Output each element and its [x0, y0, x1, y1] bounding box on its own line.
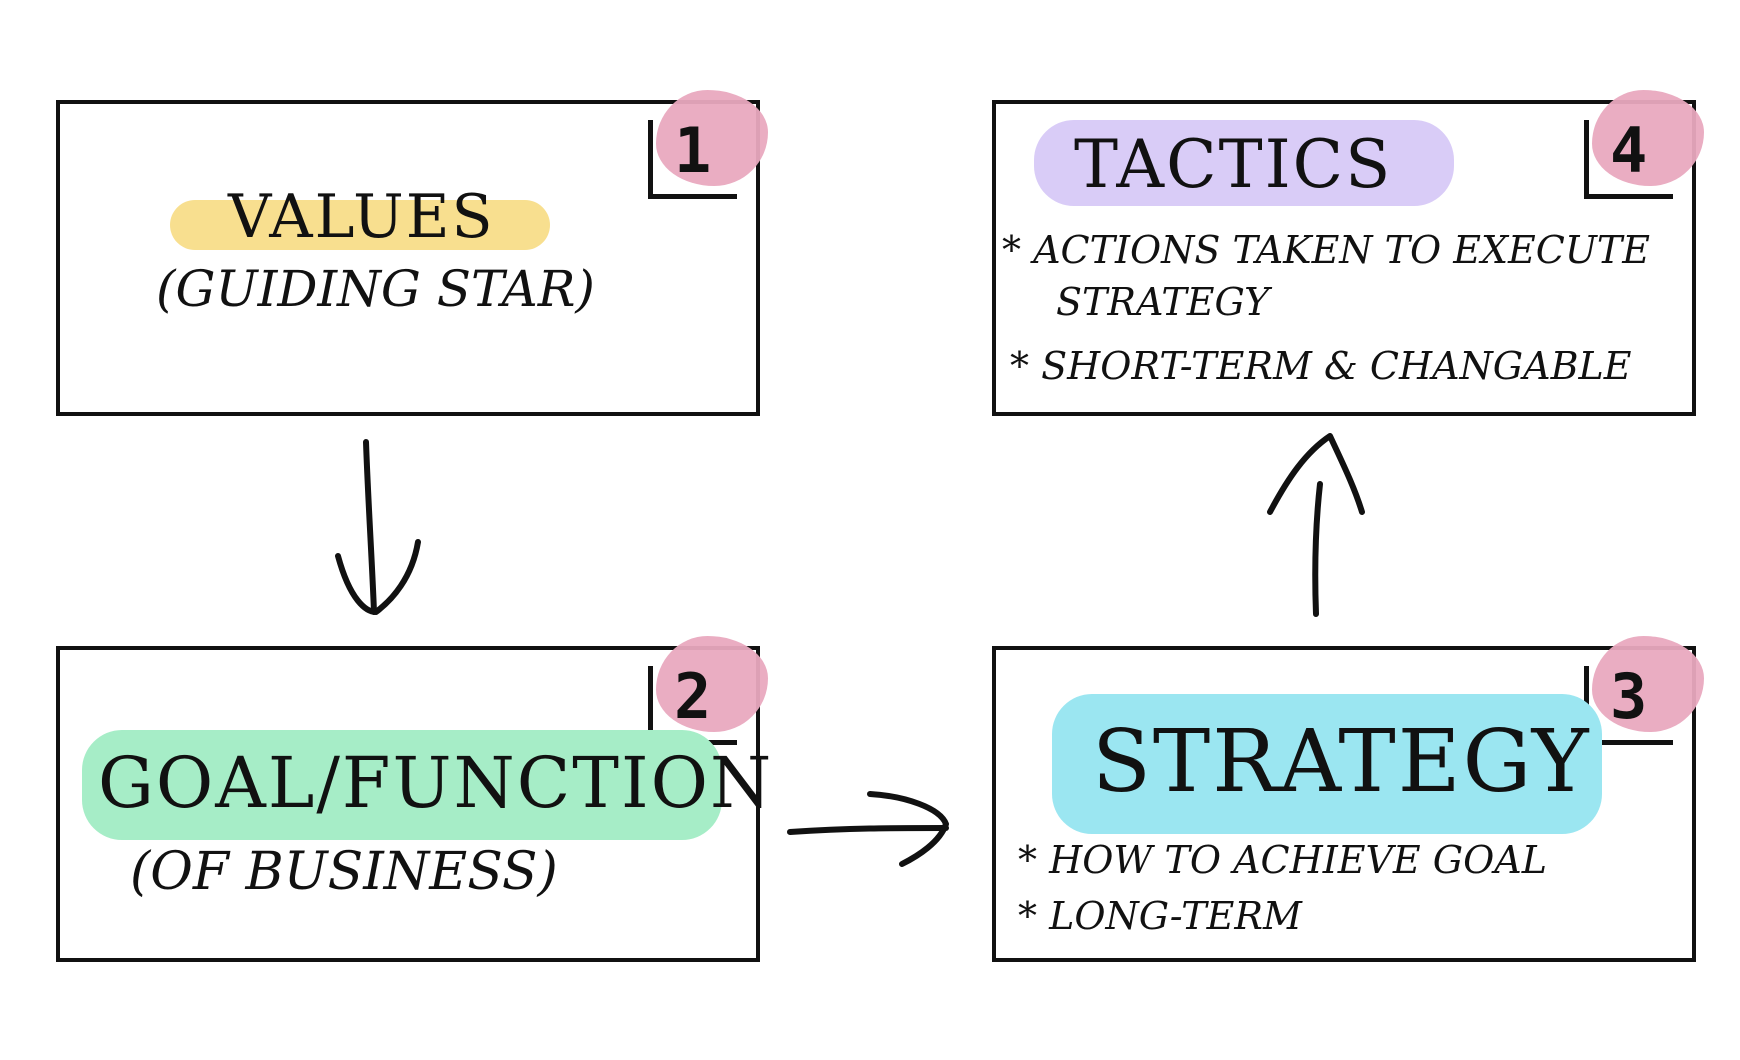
tactics-highlight — [1034, 120, 1454, 206]
arrow-strategy-to-tactics-head — [1267, 433, 1365, 515]
strategy-bullet-1: * HOW TO ACHIEVE GOAL — [1018, 838, 1547, 882]
arrow-values-to-goal — [363, 439, 377, 615]
goal-number-blob — [656, 636, 768, 732]
values-number-badge: 1 — [640, 90, 768, 199]
goal-highlight — [82, 730, 722, 840]
tactics-box: 4 TACTICS * ACTIONS TAKEN TO EXECUTE STR… — [992, 90, 1704, 416]
goal-number: 2 — [674, 660, 712, 733]
values-number: 1 — [674, 114, 712, 187]
arrow-values-to-goal-head — [335, 539, 421, 615]
values-number-blob — [656, 90, 768, 186]
arrow-goal-to-strategy — [787, 825, 949, 835]
values-box: 1 VALUES (GUIDING STAR) — [56, 90, 768, 416]
arrow-goal-to-strategy-head — [867, 791, 949, 867]
values-title: VALUES — [228, 182, 495, 252]
goal-subtitle: (OF BUSINESS) — [130, 842, 558, 902]
strategy-highlight — [1052, 694, 1602, 834]
goal-title: GOAL/FUNCTION — [98, 742, 774, 824]
tactics-bullet-1-cont: STRATEGY — [1056, 280, 1270, 324]
tactics-number-badge: 4 — [1576, 90, 1704, 199]
strategy-number-blob — [1592, 636, 1704, 732]
tactics-number: 4 — [1610, 114, 1648, 187]
goal-box: 2 GOAL/FUNCTION (OF BUSINESS) — [56, 636, 771, 962]
values-number-corner — [648, 120, 737, 199]
strategy-number: 3 — [1610, 660, 1648, 733]
tactics-bullet-1: * ACTIONS TAKEN TO EXECUTE — [1002, 228, 1650, 272]
tactics-bullet-2: * SHORT-TERM & CHANGABLE — [1010, 344, 1632, 388]
tactics-title: TACTICS — [1074, 126, 1393, 203]
values-subtitle: (GUIDING STAR) — [156, 260, 595, 318]
strategy-box: 3 STRATEGY * HOW TO ACHIEVE GOAL * LONG-… — [992, 636, 1704, 962]
arrow-strategy-to-tactics — [1312, 481, 1323, 617]
strategy-bullet-2: * LONG-TERM — [1018, 894, 1302, 938]
values-highlight — [170, 200, 550, 250]
goal-number-badge: 2 — [640, 636, 768, 745]
tactics-number-blob — [1592, 90, 1704, 186]
tactics-number-corner — [1584, 120, 1673, 199]
strategy-title: STRATEGY — [1092, 712, 1591, 812]
